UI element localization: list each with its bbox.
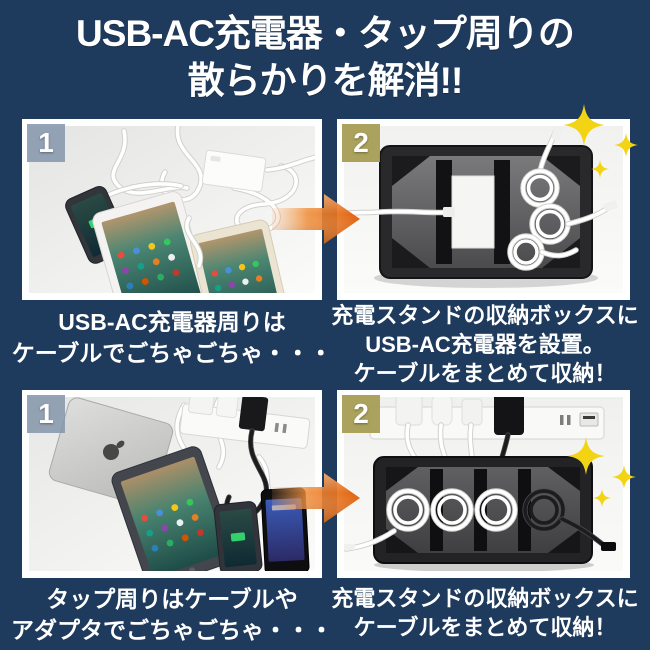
white-adapter	[187, 397, 216, 416]
photo-after-charger	[344, 126, 623, 293]
step-badge: 2	[342, 395, 380, 433]
caption-line: USB-AC充電器を設置。	[365, 332, 605, 357]
photo-after-tap	[344, 397, 623, 571]
before-charger-illustration	[29, 126, 315, 293]
panel-before-charger: 1	[22, 119, 322, 300]
after-charger-illustration	[344, 126, 623, 293]
sparkle-icon	[614, 133, 638, 157]
before-tap-illustration	[29, 397, 315, 571]
smartphone-small	[213, 501, 263, 571]
panel-after-charger: 2	[337, 119, 630, 300]
caption-line: 充電スタンドの収納ボックスに	[331, 303, 639, 328]
black-adapter	[494, 397, 524, 435]
white-adapter	[431, 397, 453, 426]
step-badge: 1	[27, 395, 65, 433]
black-adapter	[238, 397, 269, 432]
caption-before-tap: タップ周りはケーブルや アダプタでごちゃごちゃ・・・	[10, 584, 334, 646]
lightning-connector	[344, 544, 355, 550]
sparkle-icon	[567, 437, 605, 475]
caption-line: ケーブルをまとめて収納！	[353, 361, 617, 386]
charger-cable-out	[344, 207, 455, 217]
velcro-strap	[430, 469, 443, 551]
sparkle-icon	[593, 489, 611, 507]
caption-line: タップ周りはケーブルや	[46, 586, 298, 612]
caption-line: ケーブルをまとめて収納！	[353, 615, 617, 640]
power-strip	[179, 397, 311, 449]
coiled-cables	[386, 488, 566, 532]
caption-after-charger: 充電スタンドの収納ボックスに USB-AC充電器を設置。 ケーブルをまとめて収納…	[328, 301, 642, 388]
white-adapter	[395, 397, 423, 426]
caption-before-charger: USB-AC充電器周りは ケーブルでごちゃごちゃ・・・	[10, 307, 334, 369]
tablet	[111, 446, 237, 571]
usb-ac-charger	[201, 149, 267, 193]
app-icons	[211, 260, 263, 292]
step-badge: 2	[342, 124, 380, 162]
usb-ac-charger	[451, 175, 495, 249]
usb-ports	[579, 412, 599, 427]
tablet-1	[92, 191, 211, 293]
caption-line: アダプタでごちゃごちゃ・・・	[11, 617, 333, 643]
caption-line: ケーブルでごちゃごちゃ・・・	[11, 340, 333, 366]
page-title: USB-AC充電器・タップ周りの 散らかりを解消!!	[0, 10, 650, 104]
power-strip	[344, 397, 605, 440]
micro-usb-connector	[601, 542, 616, 551]
arrow-right-icon	[272, 471, 362, 525]
title-line-2: 散らかりを解消!!	[187, 60, 464, 101]
coiled-cables	[507, 126, 618, 271]
caption-line: USB-AC充電器周りは	[58, 309, 286, 335]
smartphone-black	[260, 487, 310, 571]
arrow-right-icon	[272, 192, 362, 246]
after-tap-illustration	[344, 397, 623, 571]
storage-box	[344, 456, 616, 564]
photo-before-tap	[29, 397, 315, 571]
sparkle-icon	[591, 160, 609, 178]
white-adapter	[461, 398, 483, 426]
title-line-1: USB-AC充電器・タップ周りの	[76, 13, 575, 54]
step-badge: 1	[27, 124, 65, 162]
caption-after-tap: 充電スタンドの収納ボックスに ケーブルをまとめて収納！	[328, 584, 642, 642]
caption-line: 充電スタンドの収納ボックスに	[331, 586, 639, 611]
tablet-2	[190, 219, 289, 293]
app-icons	[117, 238, 180, 290]
white-adapter	[215, 397, 240, 419]
sparkle-icon	[612, 465, 636, 489]
photo-before-charger	[29, 126, 315, 293]
panel-after-tap: 2	[337, 390, 630, 578]
velcro-strap	[474, 469, 487, 551]
app-icons	[141, 498, 204, 552]
sparkle-icon	[563, 104, 605, 146]
velcro-strap	[494, 160, 510, 264]
panel-before-tap: 1	[22, 390, 322, 578]
